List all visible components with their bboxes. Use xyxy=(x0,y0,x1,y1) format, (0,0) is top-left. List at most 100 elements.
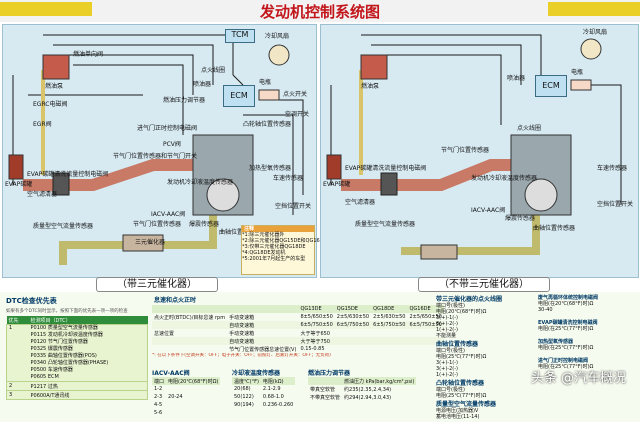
idle-table: QG13DE QG15DE QG18DE QG16DE 点火正时(BTDC)/目… xyxy=(152,305,444,353)
note-4: *4:QG18DE发动机 xyxy=(242,250,286,256)
idle-cell: 6±5/750±50 xyxy=(300,322,333,328)
fuel-reg-cell: 带真空软管 xyxy=(310,386,336,393)
spec-maf-line: 电源电压(加热器)V xyxy=(436,408,479,414)
spec-title-evap: EVAP碳罐清洗控制电磁阀 xyxy=(538,320,598,326)
idle-cell: 手动变速箱 xyxy=(229,330,255,337)
r-label-iacv: IACV-AAC阀 xyxy=(471,207,506,214)
label-throttle-switch: 节气门位置传感器和节气门开关 xyxy=(113,153,198,160)
note-5: *5:2001年7月起生产的车型 xyxy=(242,256,306,262)
fuel-reg-cell: 约235(2.35,2.4,34) xyxy=(344,386,392,393)
idle-header: QG13DE xyxy=(300,306,322,312)
coolant-cell: 20(68) xyxy=(234,386,251,392)
dtc-item: P0335 曲轴位置传感器(POS) xyxy=(30,353,97,359)
fuel-reg-header xyxy=(308,377,342,385)
dtc-item: P0340 凸轮轴位置传感器(PHASE) xyxy=(30,360,109,366)
fuel-reg-title: 燃油压力调节器 xyxy=(308,370,351,377)
iacv-cell xyxy=(166,409,220,417)
idle-cell: 自动变速箱 xyxy=(229,338,255,345)
spec-title-egr: 废气再循环体统控制电磁阀 xyxy=(538,295,599,301)
idle-header xyxy=(152,305,227,313)
coolant-cell: 0.236-0.260 xyxy=(262,402,294,408)
spec-title-cam: 凸轮轴位置传感器 xyxy=(436,380,485,387)
r-label-battery: 电瓶 xyxy=(571,69,584,76)
spec-o2-line: 电阻(在25℃(77°F)时)Ω xyxy=(538,345,594,351)
spec-egr-line: 30-40 xyxy=(538,307,553,313)
label-knock: 爆震传感器 xyxy=(189,221,220,228)
idle-cell: 0.15-0.85 xyxy=(300,346,325,352)
right-catalyst-tag: （不带三元催化器） xyxy=(418,277,550,292)
dtc-section: DTC检查优先表 如果有多个DTC同时显示，按照下面的优先表一项一项的检查 优先… xyxy=(2,294,150,420)
label-neutral: 空挡位置开关 xyxy=(275,203,312,210)
spec-cam-line: 端口号(极性) xyxy=(436,387,465,393)
page-title: 发动机控制系统图 xyxy=(259,3,380,21)
idle-cell: 6±5/750±50 xyxy=(373,322,406,328)
r-label-speed: 车速传感器 xyxy=(597,165,628,172)
iacv-cell xyxy=(166,401,220,409)
title-accent-left xyxy=(0,2,92,16)
dtc-desc: 如果有多个DTC同时显示，按照下面的优先表一项一项的检查 xyxy=(6,309,128,314)
r-label-fan: 冷却风扇 xyxy=(583,29,608,36)
dtc-table: 优先 检测项目（DTC） 1 P0100 质量型空气流量传感器 P0115 发动… xyxy=(6,316,148,400)
spec-crank-line: 3(+)-1(-) xyxy=(436,360,458,366)
far-right-specs: 废气再循环体统控制电磁阀 电阻(在20℃(68°F)时)Ω 30-40 EVAP… xyxy=(538,294,638,420)
coolant-cell: 0.68-1.0 xyxy=(262,394,284,400)
r-label-fuel-pump: 燃油泵 xyxy=(361,83,380,90)
ecm-box-right: ECM xyxy=(535,75,567,97)
label-iacv: IACV-AAC阀 xyxy=(151,211,186,218)
label-coolant: 发动机冷却液温度传感器 xyxy=(167,179,234,186)
idle-footnote: *: 在以下条件下(空调开关：OFF；电子开关：OFF；前照灯、后雾灯开关：OF… xyxy=(152,353,331,358)
label-air-filter: 空气滤清器 xyxy=(27,191,58,198)
r-label-maf: 质量型空气流量传感器 xyxy=(355,221,416,228)
idle-cell: 怠速位置 xyxy=(154,330,175,337)
dtc-item: P0500 车速传感器 xyxy=(30,367,73,373)
label-egrc: EGRC电磁阀 xyxy=(33,101,68,108)
coolant-title: 冷却液温度传感器 xyxy=(232,370,281,377)
note-3: *3:仅带三元催化器QG18DE xyxy=(242,244,306,250)
idle-header: QG16DE xyxy=(409,306,431,312)
idle-cell: 大于等于650 xyxy=(300,330,330,337)
idle-cell: 手动变速箱 xyxy=(229,314,255,321)
label-o2: 加热型氧传感器 xyxy=(249,165,292,172)
dtc-item: P0115 发动机冷却液温度传感器 xyxy=(30,332,103,338)
watermark: 头条 @汽车概况 xyxy=(530,371,626,386)
fuel-reg-cell: 约294(2.94,3.0,43) xyxy=(344,394,392,401)
label-maf: 质量型空气流量传感器 xyxy=(33,223,94,230)
right-diagram-svg xyxy=(326,34,622,260)
label-intake-timing: 进气门正时控制电磁阀 xyxy=(137,125,198,132)
fuel-reg-cell: 不带真空软管 xyxy=(310,394,341,401)
label-speed: 车速传感器 xyxy=(273,175,304,182)
r-label-evap-valve: EVAP碳罐清洗流量控制电磁阀 xyxy=(345,165,427,172)
spec-maf-line: 蓄电池电压(11-14) xyxy=(436,414,480,420)
note-2: *2:除三元催化器QG15DE和QG16DE发动机 xyxy=(242,238,342,244)
title-bar xyxy=(0,0,640,22)
r-label-neutral: 空挡位置开关 xyxy=(597,201,634,208)
right-specs: 带三元催化器的点火线圈 端口号(极性) 电阻(20℃(68°F)时)Ω 3(+)… xyxy=(436,294,536,420)
r-label-knock: 爆震传感器 xyxy=(505,215,536,222)
title-accent-right xyxy=(548,2,640,16)
iacv-header: 端口 xyxy=(154,378,165,385)
fuel-reg-section: 燃油压力调节器 燃油压力 kPa(bar,kg/cm²,psi) 带真空软管约2… xyxy=(308,368,434,420)
right-diagram-panel: ECM 冷却风扇 燃油泵 EVAP碳罐 EVAP碳罐清洗流量控制电磁阀 空气滤清… xyxy=(320,24,639,278)
idle-cell: 2±5/650±50 xyxy=(409,314,442,320)
iacv-title: IACV-AAC阀 xyxy=(152,370,190,377)
label-pcv: PCV阀 xyxy=(163,141,181,148)
label-fuel-check: 燃油单向阀 xyxy=(73,51,104,58)
coolant-cell: 2.1-2.9 xyxy=(262,386,281,392)
fuel-reg-table: 燃油压力 kPa(bar,kg/cm²,psi) 带真空软管约235(2.35,… xyxy=(308,377,417,401)
tcm-box: TCM xyxy=(225,29,255,43)
spec-crank-line: 端口号(极性) xyxy=(436,348,465,354)
spec-ign-line: 3(+)-2(-) xyxy=(436,321,458,327)
idle-cell xyxy=(152,337,227,345)
label-crank: 曲轴位置传感器 xyxy=(219,229,262,236)
note-1: *1:除三元催化器外 xyxy=(242,232,285,238)
coolant-header: 电阻(kΩ) xyxy=(262,378,284,385)
spec-ign-line: 3(+)-1(-) xyxy=(436,315,458,321)
iacv-cell: 1-2 xyxy=(154,386,163,392)
label-injector: 喷油器 xyxy=(193,81,212,88)
r-label-injector: 喷油器 xyxy=(507,75,526,82)
idle-cell: 2±5/630±50 xyxy=(373,314,406,320)
spec-ign-line: 电阻(20℃(68°F)时)Ω xyxy=(436,309,487,315)
spec-evap-line: 电阻(在25℃(77°F)时)Ω xyxy=(538,326,594,332)
